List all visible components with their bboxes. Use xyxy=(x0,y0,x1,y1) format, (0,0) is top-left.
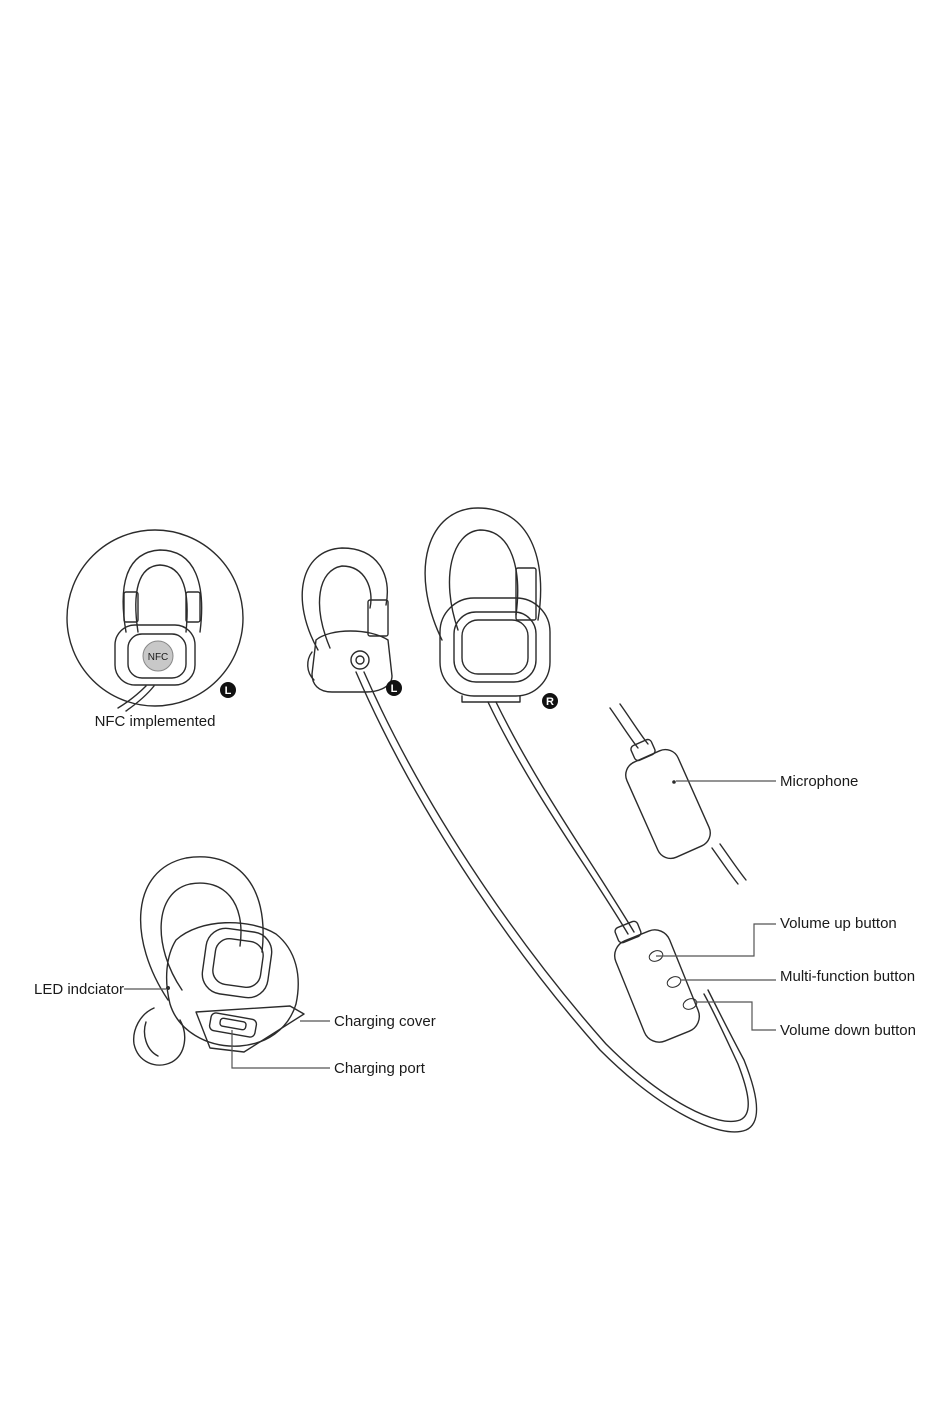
nfc-inset: NFC L xyxy=(67,530,243,711)
volume-up-label: Volume up button xyxy=(780,915,897,932)
multi-function-button[interactable] xyxy=(666,975,683,990)
charging-cover-label: Charging cover xyxy=(334,1013,436,1030)
charging-port-label: Charging port xyxy=(334,1060,426,1077)
nfc-label: NFC implemented xyxy=(95,713,216,730)
microphone-piece xyxy=(610,704,746,884)
left-earbud: L xyxy=(302,548,402,696)
led-indicator-dot xyxy=(166,986,170,990)
volume-down-label: Volume down button xyxy=(780,1022,916,1039)
left-badge-text-inset: L xyxy=(225,685,232,697)
nfc-chip-text: NFC xyxy=(148,652,169,663)
remote-control xyxy=(610,920,704,1047)
right-badge-text: R xyxy=(546,696,554,708)
led-label: LED indciator xyxy=(34,981,124,998)
multi-function-label: Multi-function button xyxy=(780,968,915,985)
left-badge-text: L xyxy=(391,683,398,695)
microphone-label: Microphone xyxy=(780,773,858,790)
charging-earbud xyxy=(134,857,304,1065)
right-earbud: R xyxy=(425,508,558,709)
